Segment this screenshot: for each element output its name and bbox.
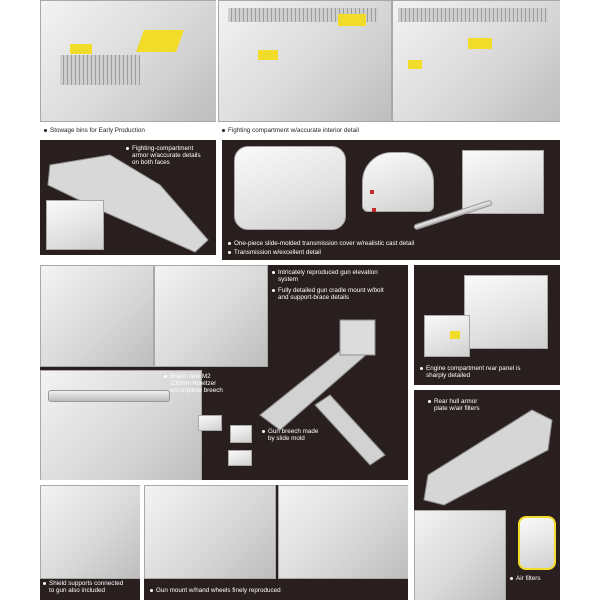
gun-carriage-render [259,319,386,466]
fighting-highlight-4 [408,60,422,69]
hull-grill [60,55,140,85]
marker-red-2 [372,208,376,212]
fighting-highlight-1 [338,14,366,26]
stowage-bin-highlight-small [70,44,92,54]
caption-air-filters: Air filters [510,575,541,582]
stowage-bin-highlight [135,30,185,52]
panel-rear-hull: Rear hull armor plate w/air filters Air … [414,390,560,600]
bullet-icon [428,399,431,403]
fighting-highlight-3 [468,38,492,49]
air-filter-render [518,516,556,570]
caption-shield-supports: Shield supports connected to gun also in… [43,580,123,594]
shield-support-render [40,485,140,579]
armor-plate-render [47,154,209,253]
bullet-icon [262,429,265,433]
caption-breech: Gun breech made by slide mold [262,428,318,442]
bullet-icon [126,146,129,150]
caption-fighting-compartment: Fighting compartment w/accurate interior… [222,127,359,134]
rear-hull-render [423,409,553,506]
marker-red-1 [370,190,374,194]
breech-part-3 [228,450,252,466]
compartment-wall-right [398,8,548,22]
panel-transmission: One-piece slide-molded transmission cove… [222,140,560,260]
howitzer-barrel [48,390,170,402]
armor-inset-render [46,200,104,250]
bullet-icon [510,576,513,580]
bullet-icon [150,588,153,592]
fighting-highlight-2 [258,50,278,60]
panel-howitzer: Intricately reproduced gun elevation sys… [40,265,408,480]
bullet-icon [164,374,167,378]
gun-mount-render-left [144,485,276,579]
transmission-render [234,146,346,230]
panel-gun-mount: Gun mount w/hand wheels finely reproduce… [144,485,408,600]
transmission-cover-render [362,152,434,212]
caption-rear-hull: Rear hull armor plate w/air filters [428,398,480,412]
rear-hull-lower-render [414,510,506,600]
gun-elevation-render [40,265,154,367]
panel-fighting-compartment: Fighting compartment w/accurate interior… [218,0,560,138]
bullet-icon [272,270,275,274]
engine-panel-render [464,275,548,349]
breech-part-2 [230,425,252,443]
panel-engine-compartment: Engine compartment rear panel is sharply… [414,265,560,385]
caption-engine: Engine compartment rear panel is sharply… [420,365,521,379]
caption-gun-mount: Gun mount w/hand wheels finely reproduce… [150,587,281,594]
gun-cradle-render [154,265,268,367]
caption-transmission: Transmission w/excellent detail [228,249,321,256]
bullet-icon [228,250,231,254]
bullet-icon [272,288,275,292]
bullet-icon [228,241,231,245]
bullet-icon [43,581,46,585]
caption-gun-cradle: Fully detailed gun cradle mount w/bolt a… [272,287,384,301]
panel-stowage-bins: Stowage bins for Early Production [40,0,216,138]
panel-shield-supports: Shield supports connected to gun also in… [40,485,140,600]
caption-howitzer: Brand new M2 105mm howitzer w/complete b… [164,373,223,395]
caption-transmission-cover: One-piece slide-molded transmission cove… [228,240,414,247]
gun-mount-render-right [278,485,408,579]
howitzer-breech-render [40,370,202,480]
panel-armor: Fighting-compartment armor w/accurate de… [40,140,216,255]
caption-stowage: Stowage bins for Early Production [44,127,145,134]
caption-gun-elevation: Intricately reproduced gun elevation sys… [272,269,378,283]
engine-highlight [450,331,460,339]
breech-part-1 [198,415,222,431]
caption-armor: Fighting-compartment armor w/accurate de… [126,145,201,167]
bullet-icon [222,128,225,132]
engine-detail-render [424,315,470,357]
bullet-icon [44,128,47,132]
bullet-icon [420,366,423,370]
